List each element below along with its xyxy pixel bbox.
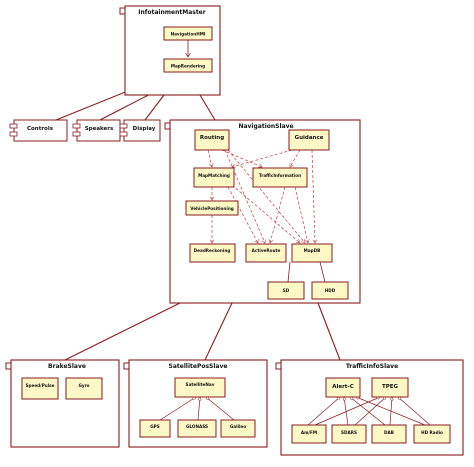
class-sdars: SDARS [341, 430, 357, 435]
connector-navigation-traffic [317, 302, 341, 361]
aggregation-line [349, 396, 386, 426]
dependency-arrow [207, 149, 212, 167]
package-title: InfotainmentMaster [138, 9, 205, 16]
class-galileo: Galileo [230, 424, 246, 429]
connector-master-display [144, 94, 165, 121]
component-display: Display [119, 119, 161, 142]
package-infotainment-master: InfotainmentMaster NavigationHMI MapRend… [119, 5, 221, 96]
package-satellite-pos-slave: SatellitePosSlave SatelliteNav GPS GLONA… [123, 359, 268, 448]
component-label: Display [133, 126, 156, 132]
dependency-arrow [290, 149, 301, 167]
class-alert-c: Alert-C [332, 384, 354, 390]
dependency-arrow [227, 149, 305, 243]
class-speed-pulse: Speed/Pulse [25, 383, 54, 388]
component-speakers: Speakers [72, 119, 121, 142]
component-controls: Controls [9, 119, 68, 142]
dependency-arrow [221, 149, 262, 167]
package-title: BrakeSlave [48, 363, 86, 370]
class-hd-radio: HD Radio [421, 430, 443, 435]
connector-master-navigation [199, 94, 216, 121]
class-map-db: MapDB [304, 248, 321, 253]
class-dead-reckoning: DeadReckoning [194, 248, 231, 253]
class-traffic-information: TrafficInformation [259, 173, 301, 178]
class-gps: GPS [150, 424, 160, 429]
aggregation-line [342, 396, 349, 426]
aggregation-line [314, 396, 381, 426]
package-traffic-info-slave: TrafficInfoSlave Alert-C TPEG Am/FM SDAR… [275, 359, 464, 456]
package-brake-slave: BrakeSlave Speed/Pulse Gyro [5, 359, 120, 448]
component-label: Controls [27, 126, 54, 132]
class-vehicle-positioning: VehiclePositioning [190, 206, 234, 211]
composition-line [287, 261, 291, 283]
class-am-fm: Am/FM [301, 430, 317, 435]
aggregation-line [197, 396, 202, 421]
package-navigation-slave: NavigationSlave Routing Guidance Ma [164, 119, 361, 304]
aggregation-line [354, 396, 387, 426]
aggregation-line [159, 396, 197, 421]
aggregation-line [397, 396, 431, 426]
class-satellite-nav: SatelliteNav [186, 382, 215, 387]
aggregation-line [389, 396, 394, 426]
aggregation-line [355, 396, 426, 426]
package-title: NavigationSlave [238, 123, 293, 130]
class-glonass: GLONASS [186, 424, 208, 429]
class-hdd: HDD [325, 288, 336, 293]
dependency-arrow [227, 186, 258, 243]
component-label: Speakers [85, 126, 114, 132]
package-title: SatellitePosSlave [169, 363, 228, 370]
aggregation-line [205, 396, 235, 421]
class-sd: SD [283, 288, 290, 293]
class-tpeg: TPEG [382, 384, 399, 390]
class-guidance: Guidance [295, 135, 324, 141]
dependency-arrow [232, 149, 293, 167]
dependency-arrow [294, 186, 308, 243]
connector-navigation-brake [64, 302, 181, 361]
class-routing: Routing [200, 135, 224, 141]
class-map-rendering: MapRendering [171, 64, 205, 69]
class-gyro: Gyro [78, 383, 89, 388]
class-navigation-hmi: NavigationHMI [171, 32, 206, 37]
package-title: TrafficInfoSlave [346, 363, 398, 370]
connector-navigation-satellite [204, 302, 233, 361]
dependency-arrow [311, 149, 315, 243]
composition-line [319, 261, 326, 283]
class-active-route: ActiveRoute [252, 248, 281, 253]
class-dab: DAB [384, 430, 394, 435]
aggregation-line [307, 396, 341, 426]
class-map-matching: MapMatching [198, 173, 230, 178]
